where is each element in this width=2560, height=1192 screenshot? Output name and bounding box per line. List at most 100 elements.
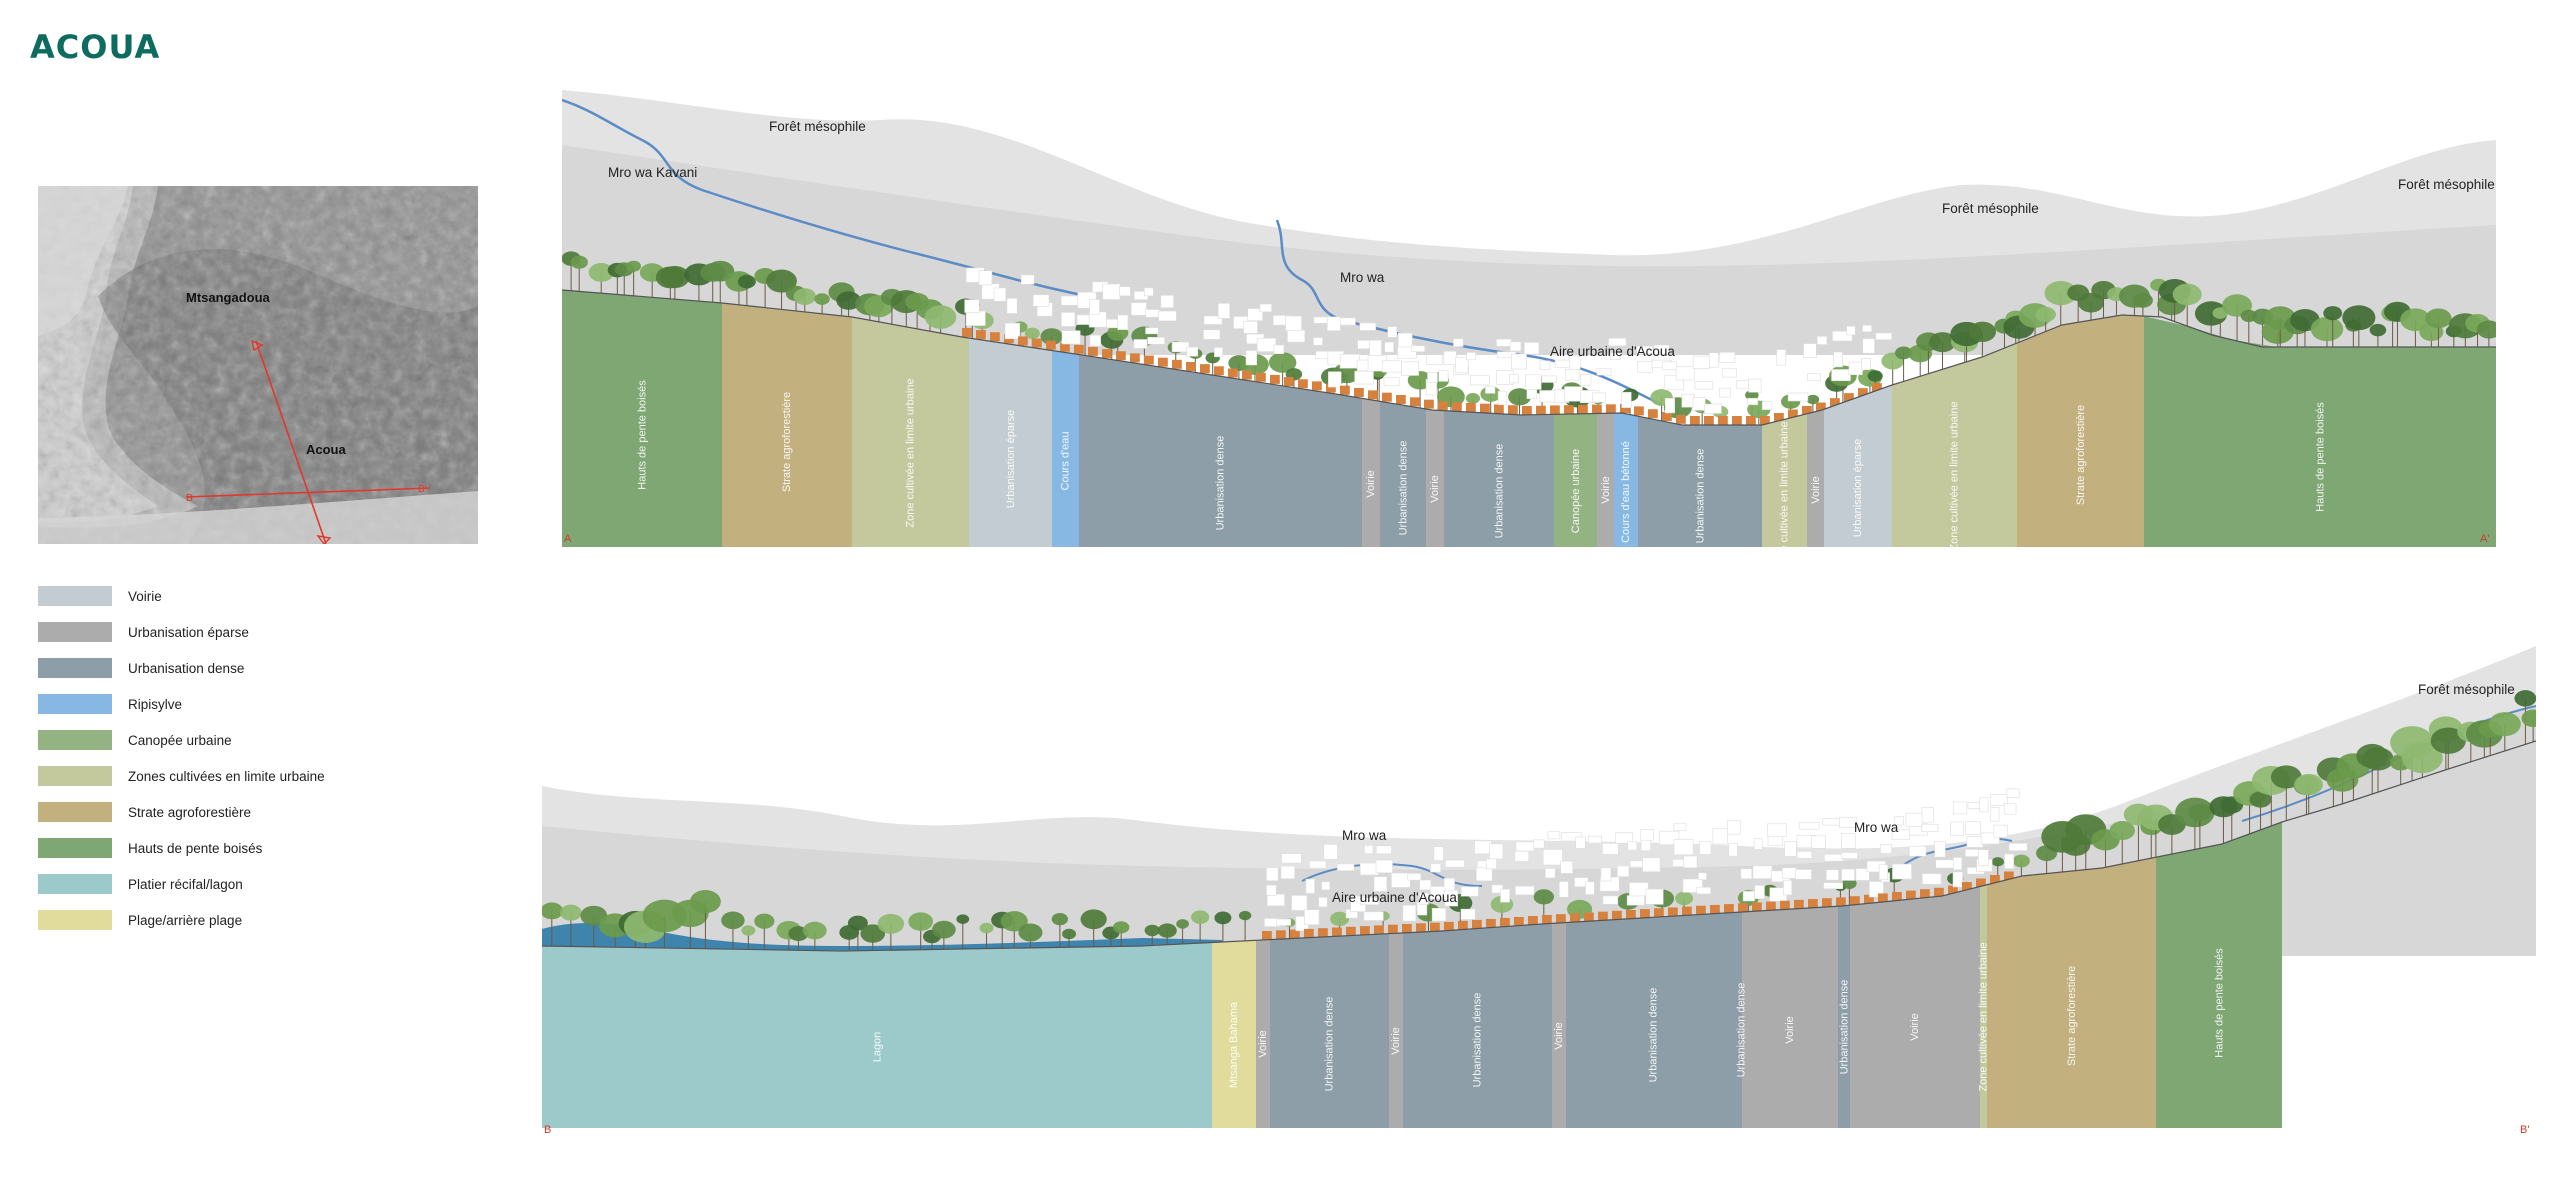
section-b-vegetation (542, 690, 2536, 951)
band-cours-d-eau (1052, 350, 1079, 547)
band-label: Urbanisation éparse (1004, 409, 1017, 508)
section-b-drawing (542, 646, 2536, 1128)
legend-swatch (38, 910, 112, 930)
section-a-label-foret-mesophile-2: Forêt mésophile (1942, 201, 2039, 216)
legend-swatch (38, 874, 112, 894)
band-voirie (1807, 409, 1824, 547)
map-label-acoua: Acoua (306, 442, 346, 457)
band-label: Zone cultivée en limite urbaine (1948, 401, 1961, 551)
band-hauts-de-pente-bois-s (2156, 822, 2282, 1128)
band-zone-cultiv-e-en-limite-urbaine (1762, 413, 1807, 547)
band-zone-cultiv-e-en-limite-urbaine (852, 317, 969, 547)
band-label: Cours d'eau bétonné (1619, 440, 1632, 543)
legend-swatch (38, 802, 112, 822)
band-mtsanga-bahama (1212, 940, 1256, 1128)
band-label: Mtsanga Bahama (1228, 1002, 1241, 1089)
section-a-label-aire-urbaine: Aire urbaine d'Acoua (1550, 344, 1675, 359)
legend-label: Platier récifal/lagon (128, 876, 243, 892)
legend-item: Voirie (38, 578, 325, 614)
band-label: Voirie (1428, 475, 1441, 503)
page-title: ACOUA (30, 28, 161, 66)
section-b-label-foret-mesophile: Forêt mésophile (2418, 682, 2515, 697)
band-strate-agroforesti-re (722, 303, 852, 547)
section-b: Mro wa Aire urbaine d'Acoua Mro wa Forêt… (542, 646, 2536, 1146)
legend-label: Plage/arrière plage (128, 912, 243, 928)
section-b-houses (1262, 788, 2028, 940)
band-urbanisation-dense (1079, 354, 1362, 547)
band-urbanisation-parse (969, 338, 1052, 547)
band-urbanisation-dense (1403, 923, 1552, 1128)
band-label: Strate agroforestière (781, 391, 794, 493)
section-cut-lines: B B' (185, 339, 431, 544)
legend-swatch (38, 766, 112, 786)
legend-label: Hauts de pente boisés (128, 840, 263, 856)
section-a-end-letter: A' (2480, 533, 2490, 545)
band-urbanisation-dense (1444, 410, 1554, 547)
band-label: Urbanisation dense (1214, 435, 1227, 531)
band-zone-cultiv-e-en-limite-urbaine (1892, 343, 2017, 547)
legend-item: Hauts de pente boisés (38, 830, 325, 866)
band-cours-d-eau-b-tonn- (1614, 413, 1638, 547)
section-a-label-mro-wa: Mro wa (1340, 270, 1385, 285)
band-voirie (1850, 886, 1980, 1128)
lagoon-water (542, 922, 1222, 951)
section-b-label-mro-wa-2: Mro wa (1854, 820, 1899, 835)
band-label: Voirie (1783, 1016, 1796, 1044)
section-a-label-foret-mesophile-3: Forêt mésophile (2398, 177, 2495, 192)
band-label: Urbanisation dense (1471, 993, 1484, 1088)
band-label: Zone cultivée en limite urbaine (1977, 942, 1990, 1092)
band-label: Hauts de pente boisés (2213, 947, 2226, 1058)
band-urbanisation-dense (1740, 912, 1742, 1128)
band-label: Canopée urbaine (1569, 448, 1582, 533)
legend-item: Strate agroforestière (38, 794, 325, 830)
band-label: Voirie (1908, 1012, 1921, 1041)
band-label: Voirie (1599, 476, 1612, 505)
legend-item: Ripisylve (38, 686, 325, 722)
map-cut-b-end: B' (418, 484, 427, 495)
band-strate-agroforesti-re (1987, 857, 2156, 1128)
band-urbanisation-dense (1270, 933, 1389, 1128)
band-label: Urbanisation dense (1646, 987, 1659, 1083)
band-urbanisation-dense (1380, 401, 1426, 547)
legend-swatch (38, 838, 112, 858)
legend-swatch (38, 586, 112, 606)
legend-label: Urbanisation dense (128, 660, 245, 676)
section-a-drawing (562, 90, 2496, 547)
band-voirie (1597, 413, 1614, 547)
section-a-bands (562, 290, 2496, 547)
band-label: Urbanisation éparse (1852, 438, 1865, 538)
band-label: Voirie (1389, 1027, 1402, 1055)
band-label: Voirie (1809, 476, 1822, 505)
band-label: Lagon (870, 1031, 883, 1063)
band-urbanisation-dense (1566, 912, 1740, 1128)
band-hauts-de-pente-bois-s (562, 290, 722, 547)
legend-swatch (38, 730, 112, 750)
legend-label: Ripisylve (128, 696, 183, 712)
legend-item: Platier récifal/lagon (38, 866, 325, 902)
section-b-start-letter: B (544, 1124, 552, 1136)
band-label: Cours d'eau (1059, 431, 1072, 491)
map-label-mtsangadoua: Mtsangadoua (186, 290, 270, 305)
band-label: Urbanisation dense (1837, 979, 1850, 1075)
section-b-end-letter: B' (2520, 1124, 2530, 1136)
band-voirie (1256, 939, 1270, 1128)
legend-label: Voirie (128, 588, 162, 604)
legend-label: Strate agroforestière (128, 804, 252, 820)
section-a-vegetation (562, 251, 2496, 425)
band-label: Voirie (1256, 1030, 1269, 1058)
legend-item: Urbanisation éparse (38, 614, 325, 650)
legend-swatch (38, 694, 112, 714)
legend-label: Urbanisation éparse (128, 624, 249, 640)
band-lagon (542, 942, 1212, 1128)
legend-item: Plage/arrière plage (38, 902, 325, 938)
band-label: Hauts de pente boisés (2314, 402, 2327, 512)
legend-swatch (38, 622, 112, 642)
section-a-start-letter: A (564, 533, 572, 545)
section-a: Forêt mésophile Mro wa Kavani Mro wa Air… (562, 85, 2496, 571)
band-voirie (1426, 409, 1444, 547)
band-urbanisation-dense (1838, 905, 1850, 1128)
legend-item: Urbanisation dense (38, 650, 325, 686)
band-voirie (1362, 398, 1380, 547)
section-a-label-mro-wa-kavani: Mro wa Kavani (608, 165, 698, 180)
band-strate-agroforesti-re (2017, 315, 2144, 547)
